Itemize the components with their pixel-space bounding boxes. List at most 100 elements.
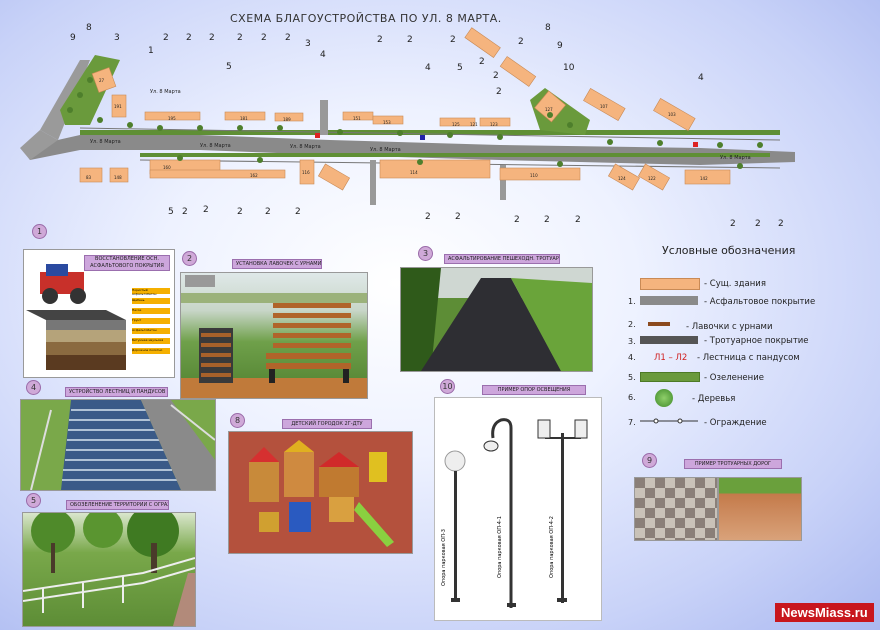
building [379,159,491,179]
side-road [500,165,506,200]
legend-item: - Сущ. здания [704,279,766,289]
plan-label: 2 [425,212,431,222]
street-label: Ул. 8 Марта [200,143,231,149]
building-number: 125 [452,122,460,127]
plan-label: 2 [514,215,520,225]
legend-item: - Лавочки с урнами [686,322,773,332]
sidewalk-photo [400,267,593,372]
legend-item: - Ограждение [704,418,767,428]
building [299,159,315,185]
lamp-label: Опора парковая ОП-4-2 [549,516,555,578]
legend-item: - Лестница с пандусом [697,353,800,363]
plan-label: 5 [168,207,174,217]
tree [197,125,203,131]
plan-label: 3 [114,33,120,43]
plan-label: 2 [479,57,485,67]
legend-num: 6. [628,393,636,402]
tree [157,125,163,131]
plan-label: 4 [698,73,704,83]
tree [757,142,763,148]
asphalt-layer-label: Асфальтобетон [132,328,170,334]
plan-label: 5 [226,62,232,72]
building [653,98,696,131]
building [464,27,501,58]
panel-number: 4 [26,380,41,395]
building [583,88,626,121]
tree [397,130,403,136]
tree [417,159,423,165]
plan-label: 2 [518,37,524,47]
legend-stair-symbol: Л1 – Л2 [654,353,688,363]
plan-label: 2 [407,35,413,45]
building-number: 195 [168,116,176,121]
paving-photo-2 [718,477,802,541]
tree [447,132,453,138]
legend-sidewalk-swatch [640,336,698,344]
tree [557,161,563,167]
building [109,167,129,183]
legend-num: 7. [628,418,636,427]
building-number: 181 [240,116,248,121]
tree [567,122,573,128]
building-number: 191 [114,104,122,109]
plan-label: 2 [186,33,192,43]
building-number: 121 [470,122,478,127]
street-label: Ул. 8 Марта [720,155,751,161]
panel-number: 2 [182,251,197,266]
street-label: Ул. 8 Марта [370,147,401,153]
playground-photo [228,431,413,554]
building [91,67,117,93]
plan-label: 2 [265,207,271,217]
legend-bench-swatch [648,322,670,326]
tree [547,112,553,118]
plan-label: 8 [86,23,92,33]
plan-label: 2 [496,87,502,97]
building [111,94,127,118]
tree [77,92,83,98]
legend-building-swatch [640,278,700,290]
tree [127,122,133,128]
building-number: 122 [648,176,656,181]
tree [97,117,103,123]
asphalt-layer-label: Пористый асфальтобетон [132,288,170,296]
plan-label: 2 [203,205,209,215]
stairs-photo [20,399,216,491]
legend-num: 5. [628,373,636,382]
building [534,90,567,123]
tree [67,107,73,113]
main-road [22,135,795,165]
lamp-label: Опора парковая ОП-3 [441,529,447,586]
site-plan [20,27,795,205]
building-number: 107 [600,104,608,109]
side-road [370,160,376,205]
plan-label: 2 [237,207,243,217]
building-number: 83 [86,175,92,180]
panel-caption: ДЕТСКИЙ ГОРОДОК 2Г-ДТУ [282,419,372,429]
building-number: 124 [618,176,626,181]
greening-photo [22,512,196,627]
plan-label: 8 [545,23,551,33]
stair-marker [693,142,698,147]
plan-label: 2 [295,207,301,217]
plan-label: 2 [237,33,243,43]
left-road-stub [20,130,58,160]
newsmiass-logo[interactable]: NewsMiass.ru [775,603,874,622]
legend-fence-icon [640,418,698,424]
tree [717,142,723,148]
building-number: 123 [490,122,498,127]
building-number: 142 [700,176,708,181]
asphalt-layer-label: Битумная эмульсия [132,338,170,344]
street-label: Ул. 8 Марта [150,89,181,95]
plan-label: 4 [425,63,431,73]
panel-caption: ВОССТАНОВЛЕНИЕ ОСН. АСФАЛЬТОВОГО ПОКРЫТИ… [84,255,170,271]
legend-item: - Асфальтовое покрытие [704,297,816,307]
plan-label: 4 [320,50,326,60]
building [439,117,476,127]
paving-photo-1 [634,477,718,541]
building [499,167,581,181]
plan-label: 2 [450,35,456,45]
building-number: 151 [353,116,361,121]
building-number: 127 [545,107,553,112]
trees [67,77,763,169]
building [607,163,641,191]
